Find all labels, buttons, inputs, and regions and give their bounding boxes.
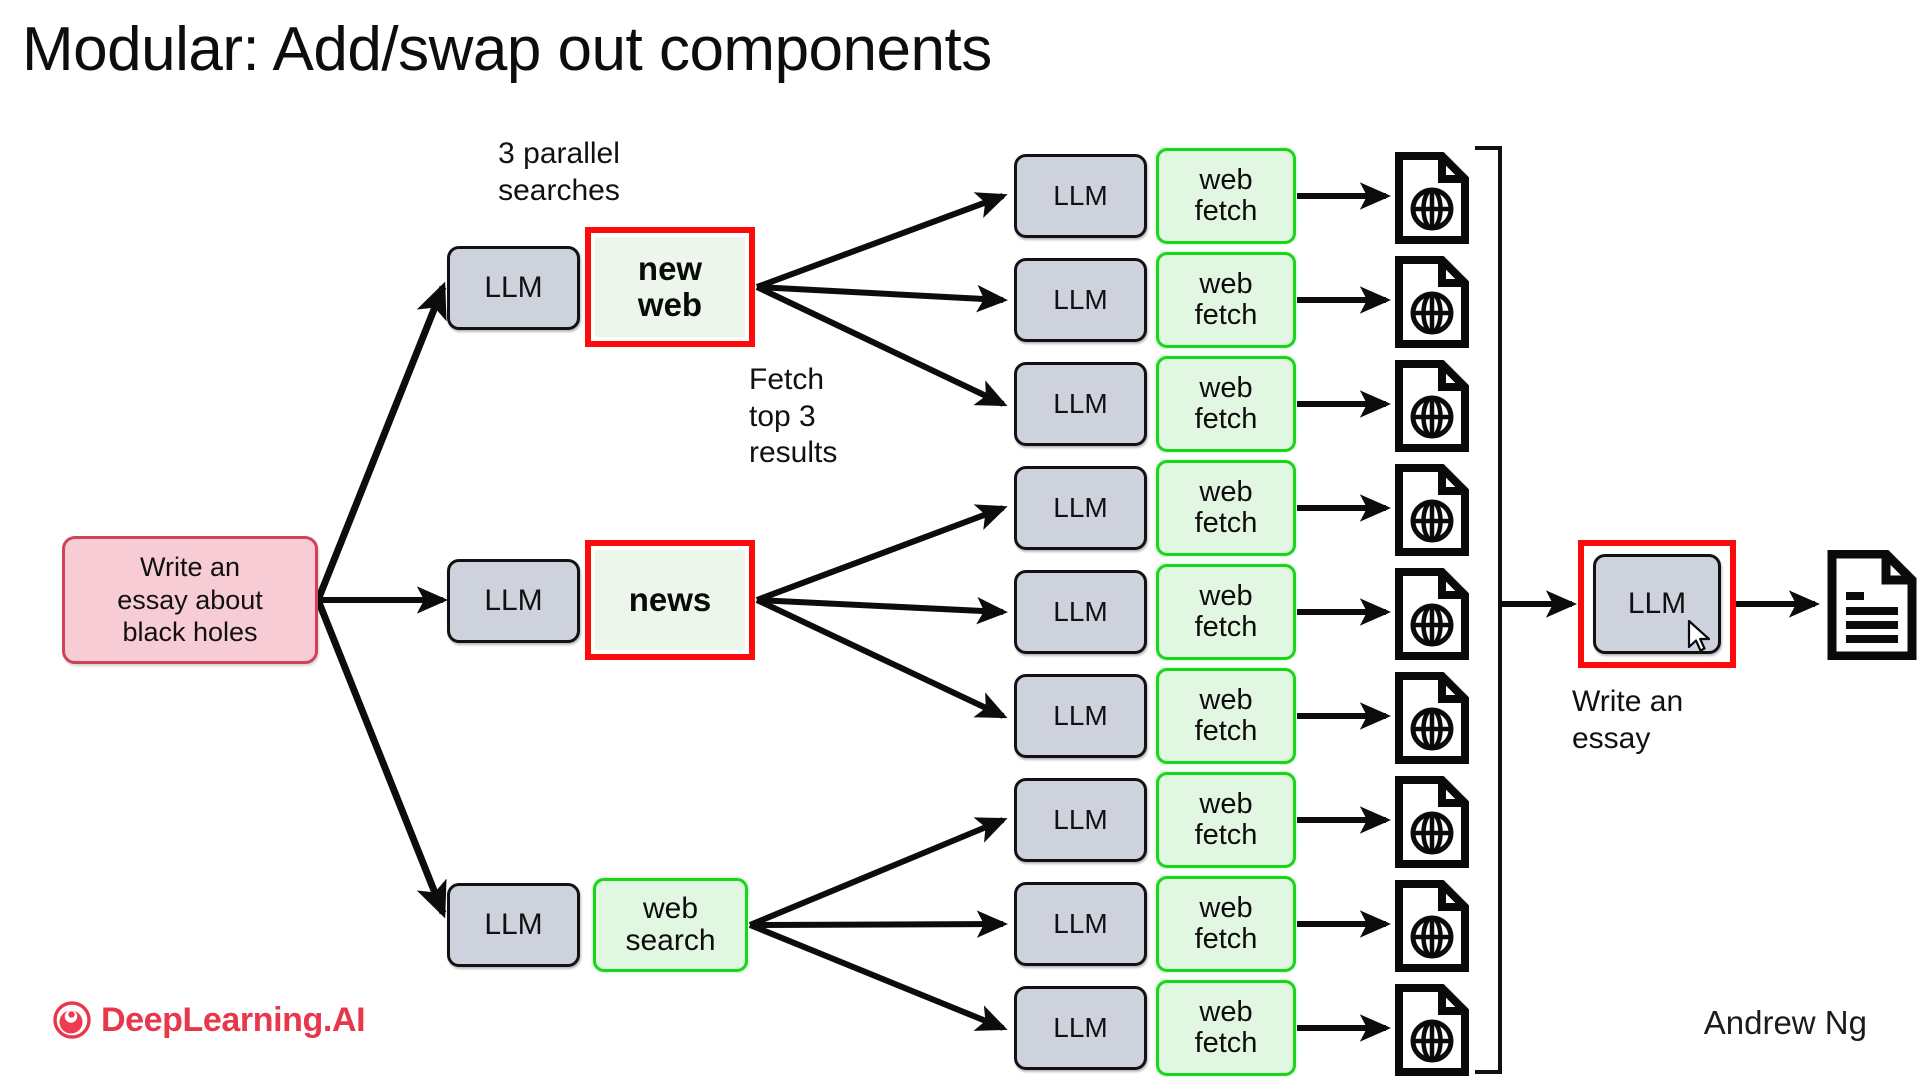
branch-3-tool-line-2: search [625,924,716,957]
parallel-searches-line-2: searches [498,173,620,207]
fetch-row-8-llm-label: LLM [1053,907,1108,939]
fetch-row-2-llm-label: LLM [1053,283,1108,315]
branch-1-tool-line-1: new [637,250,703,288]
branch-1-tool[interactable]: new web [595,237,745,337]
final-caption: Write an essay [1572,684,1792,757]
final-caption-line-2: essay [1572,721,1651,755]
fetch-row-6-tool-line-1: web [1199,683,1253,716]
fetch-row-3-llm[interactable]: LLM [1014,362,1147,446]
fetch-row-9-tool-line-2: fetch [1194,1027,1258,1059]
fetch-row-2-tool-line-1: web [1199,267,1253,300]
author-byline: Andrew Ng [1703,1004,1867,1041]
fetch-row-2-tool-line-2: fetch [1194,299,1258,331]
fetch-row-5-llm-label: LLM [1053,595,1108,627]
web-document-icon [1395,360,1469,452]
fetch-row-1-tool-line-1: web [1199,163,1253,196]
branch-1-llm-label: LLM [484,270,543,304]
fetch-row-3-llm-label: LLM [1053,387,1108,419]
branch-2-tool-line-1: news [628,581,712,619]
fetch-row-4-llm-label: LLM [1053,491,1108,523]
fetch-row-1-tool-line-2: fetch [1194,195,1258,227]
fetch-row-3-tool-line-1: web [1199,371,1253,404]
fetch-results-label: Fetch top 3 results [749,362,939,472]
fetch-results-line-3: results [749,436,838,470]
fetch-row-9-tool-line-1: web [1199,995,1253,1028]
web-document-icon [1395,568,1469,660]
branch-3-llm[interactable]: LLM [447,883,580,967]
web-document-icon [1395,152,1469,244]
fetch-results-line-2: top 3 [749,399,816,433]
branch-1-llm[interactable]: LLM [447,246,580,330]
fetch-row-6-llm[interactable]: LLM [1014,674,1147,758]
branch-2-tool[interactable]: news [595,550,745,650]
fetch-row-8-tool-line-1: web [1199,891,1253,924]
branch-3-tool-line-1: web [642,891,699,925]
fetch-row-3-tool-line-2: fetch [1194,403,1258,435]
final-llm[interactable]: LLM [1593,554,1721,654]
prompt-line-1: Write an [139,551,241,582]
prompt-box[interactable]: Write an essay about black holes [62,536,318,664]
fetch-row-2-llm[interactable]: LLM [1014,258,1147,342]
fetch-row-4-tool-line-2: fetch [1194,507,1258,539]
web-document-icon [1395,672,1469,764]
fetch-row-4-llm[interactable]: LLM [1014,466,1147,550]
brand-text: DeepLearning.AI [101,1000,366,1039]
parallel-searches-label: 3 parallel searches [454,136,664,209]
parallel-searches-line-1: 3 parallel [498,137,620,170]
deeplearning-ai-brand: DeepLearning.AI [52,1000,366,1040]
fetch-row-7-tool-line-2: fetch [1194,819,1258,851]
page-title: Modular: Add/swap out components [22,15,992,84]
fetch-row-4-tool-line-1: web [1199,475,1253,508]
final-caption-line-1: Write an [1572,685,1684,718]
fetch-row-7-tool-line-1: web [1199,787,1253,820]
web-document-icon [1395,880,1469,972]
branch-3-llm-label: LLM [484,907,543,941]
web-document-icon [1395,256,1469,348]
fetch-row-1-llm[interactable]: LLM [1014,154,1147,238]
prompt-line-2: essay about [117,584,263,615]
branch-1-tool-line-2: web [637,286,703,323]
fetch-row-7-llm-label: LLM [1053,803,1108,835]
fetch-row-5-tool-line-1: web [1199,579,1253,612]
fetch-row-6-llm-label: LLM [1053,699,1108,731]
fetch-row-8-llm[interactable]: LLM [1014,882,1147,966]
fetch-row-1-llm-label: LLM [1053,179,1108,211]
branch-2-llm[interactable]: LLM [447,559,580,643]
web-document-icon [1395,464,1469,556]
web-document-icon [1395,776,1469,868]
fetch-row-5-tool-line-2: fetch [1194,611,1258,643]
text-document-icon [1827,550,1917,660]
fetch-row-7-llm[interactable]: LLM [1014,778,1147,862]
branch-3-tool[interactable]: web search [593,878,748,972]
fetch-row-6-tool-line-2: fetch [1194,715,1258,747]
fetch-row-5-llm[interactable]: LLM [1014,570,1147,654]
deeplearning-logo-icon [53,1001,91,1039]
branch-2-llm-label: LLM [484,583,543,617]
fetch-results-line-1: Fetch [749,363,825,396]
fetch-row-9-llm[interactable]: LLM [1014,986,1147,1070]
web-document-icon [1395,984,1469,1076]
fetch-row-9-llm-label: LLM [1053,1011,1108,1043]
fetch-row-8-tool-line-2: fetch [1194,923,1258,955]
prompt-line-3: black holes [122,617,258,648]
final-llm-label: LLM [1627,586,1687,620]
mouse-cursor [1687,620,1711,652]
